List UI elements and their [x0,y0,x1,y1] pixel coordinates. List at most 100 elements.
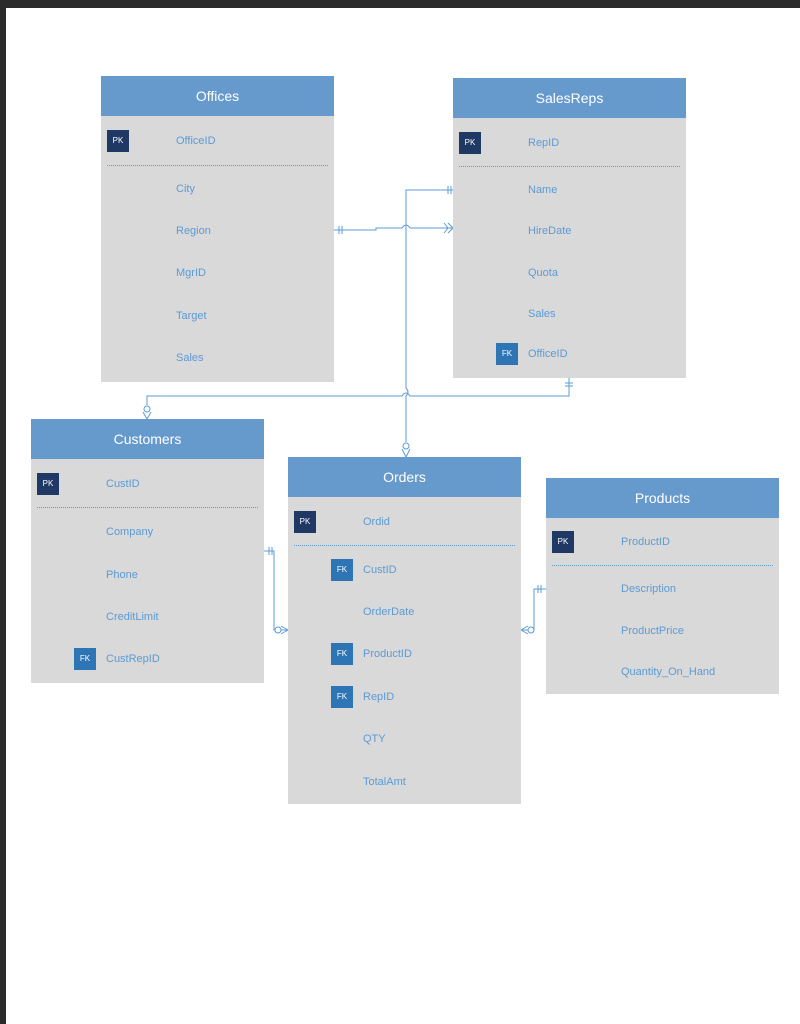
field-name: Target [176,310,207,322]
field-name: RepID [363,691,395,703]
key-separator [459,166,680,167]
field-name: TotalAmt [363,776,406,788]
pk-badge: PK [37,473,59,495]
field-row: PK RepID [453,131,686,155]
field-name: Quota [528,267,558,279]
field-row: ProductPrice [546,619,779,643]
crow-foot-mark [443,222,454,234]
field-row: Company [31,520,264,544]
field-name: Phone [106,569,138,581]
field-row: FK OfficeID [453,342,686,366]
field-row: PK OfficeID [101,129,334,153]
field-row: FK CustID [288,558,521,582]
link-salesreps-orders [405,189,453,442]
entity-title: Offices [101,76,334,116]
entity-title: Customers [31,419,264,459]
one-one-mark [565,382,573,387]
crow-foot-mark [401,448,411,458]
field-row: FK CustRepID [31,647,264,671]
field-row: PK ProductID [546,530,779,554]
fk-badge: FK [496,343,518,365]
field-row: OrderDate [288,600,521,624]
field-name: Ordid [363,516,390,528]
field-name: ProductID [621,536,670,548]
field-row: Target [101,304,334,328]
field-row: FK RepID [288,685,521,709]
entity-title: SalesReps [453,78,686,118]
fk-badge: FK [331,686,353,708]
field-name: OfficeID [176,135,216,147]
key-separator [107,165,328,166]
relationship-lines [142,186,573,635]
field-row: CreditLimit [31,605,264,629]
optional-mark [274,626,282,634]
field-row: Quantity_On_Hand [546,660,779,684]
field-name: ProductID [363,648,412,660]
field-name: City [176,183,195,195]
field-name: ProductPrice [621,625,684,637]
field-row: QTY [288,727,521,751]
one-one-mark [338,226,343,234]
one-one-mark [268,547,273,555]
field-name: CustRepID [106,653,160,665]
field-row: MgrID [101,261,334,285]
entity-title: Products [546,478,779,518]
one-one-mark [537,585,542,593]
link-offices-salesreps [334,224,453,231]
field-name: OfficeID [528,348,568,360]
fk-badge: FK [331,559,353,581]
field-row: Sales [101,346,334,370]
field-name: CustID [363,564,397,576]
field-name: Sales [528,308,556,320]
key-separator [552,565,773,566]
field-name: Region [176,225,211,237]
field-row: PK Ordid [288,510,521,534]
field-row: HireDate [453,219,686,243]
key-separator [37,507,258,508]
link-customers-orders [264,550,288,631]
field-name: Company [106,526,154,538]
optional-mark [143,405,151,413]
field-row: Name [453,178,686,202]
field-name: QTY [363,733,386,745]
pk-badge: PK [459,132,481,154]
fk-badge: FK [331,643,353,665]
fk-badge: FK [74,648,96,670]
link-products-orders [521,588,546,631]
field-name: Quantity_On_Hand [621,666,716,678]
field-row: City [101,177,334,201]
pk-badge: PK [552,531,574,553]
field-row: Description [546,577,779,601]
field-row: Region [101,219,334,243]
field-name: MgrID [176,267,206,279]
field-name: HireDate [528,225,572,237]
optional-mark [402,442,410,450]
field-name: RepID [528,137,560,149]
field-name: CreditLimit [106,611,159,623]
field-row: TotalAmt [288,770,521,794]
entity-title: Orders [288,457,521,497]
field-name: Description [621,583,677,595]
field-row: Sales [453,302,686,326]
one-one-mark [447,186,452,194]
link-salesreps-customers [146,378,570,405]
field-row: Phone [31,563,264,587]
pk-badge: PK [107,130,129,152]
key-separator [294,545,515,546]
crow-foot-mark [280,625,289,635]
field-name: CustID [106,478,140,490]
field-name: Sales [176,352,204,364]
field-row: PK CustID [31,472,264,496]
pk-badge: PK [294,511,316,533]
field-row: FK ProductID [288,642,521,666]
field-name: Name [528,184,558,196]
crow-foot-mark [142,411,152,420]
optional-mark [527,626,535,634]
field-row: Quota [453,261,686,285]
